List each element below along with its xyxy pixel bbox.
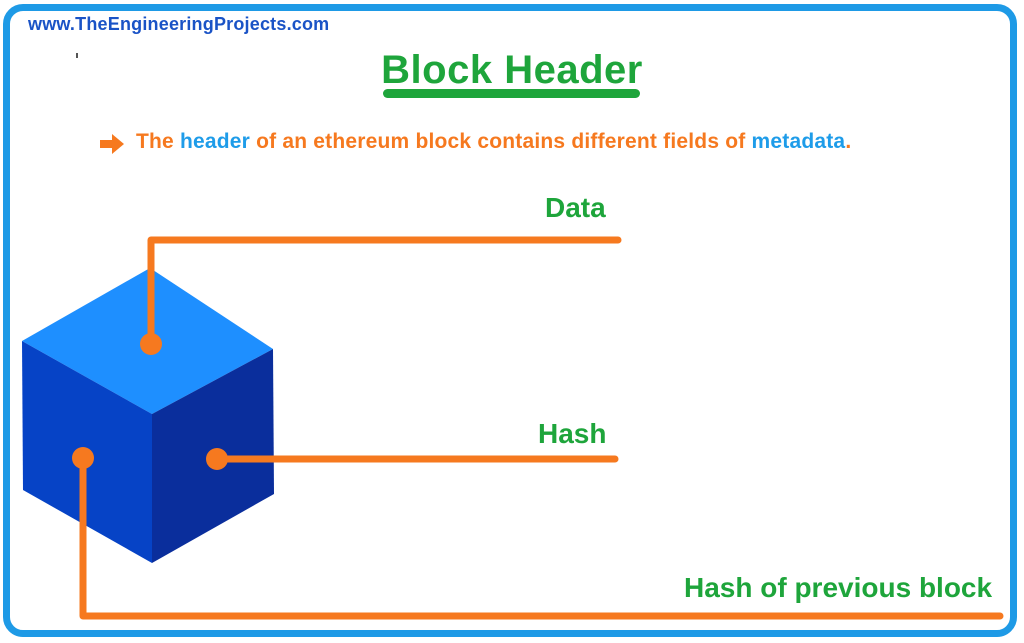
page-border-frame [3,4,1017,637]
prev-hash-anchor-dot [72,447,94,469]
label-hash: Hash [538,418,607,449]
callout-segment: . [845,130,852,153]
page-title: Block Header [381,48,643,92]
label-data: Data [545,192,606,223]
prev-hash-connector-line [79,454,1004,620]
callout-sentence: The header of an ethereum block contains… [100,130,851,160]
label-hash-of-previous-block: Hash of previous block [684,572,993,603]
title-underline [383,89,640,98]
callout-text: The header of an ethereum block contains… [136,130,851,154]
data-connector-line [147,236,622,347]
callout-segment-keyword: metadata [751,130,846,153]
data-anchor-dot [140,333,162,355]
website-url: www.TheEngineeringProjects.com [28,14,330,34]
callout-segment: The [136,130,180,153]
hash-anchor-dot [206,448,228,470]
callout-segment: of an ethereum block contains different … [250,130,752,153]
stray-mark [76,53,78,58]
callout-segment-keyword: header [179,130,251,153]
right-arrow-icon [100,133,124,160]
